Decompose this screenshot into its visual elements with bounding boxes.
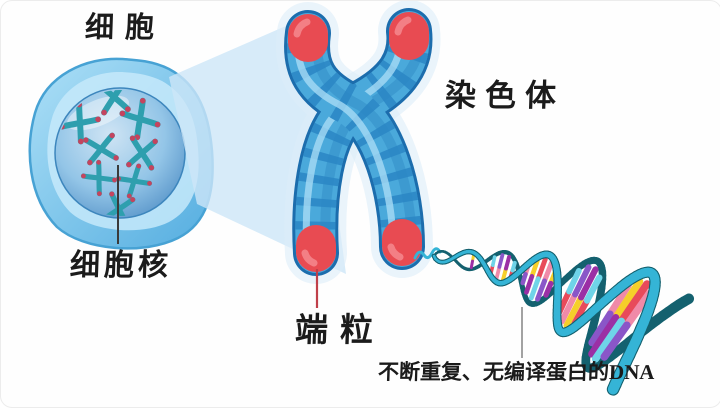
chromosome-illustration <box>297 20 419 263</box>
nucleus-label: 细胞核 <box>69 249 172 282</box>
cell-label: 细胞 <box>84 13 165 45</box>
chromosome-label: 染色体 <box>444 79 565 113</box>
dna-caption-label: 不断重复、无编译蛋白的DNA <box>378 361 655 384</box>
telomere-label: 端粒 <box>294 313 385 349</box>
